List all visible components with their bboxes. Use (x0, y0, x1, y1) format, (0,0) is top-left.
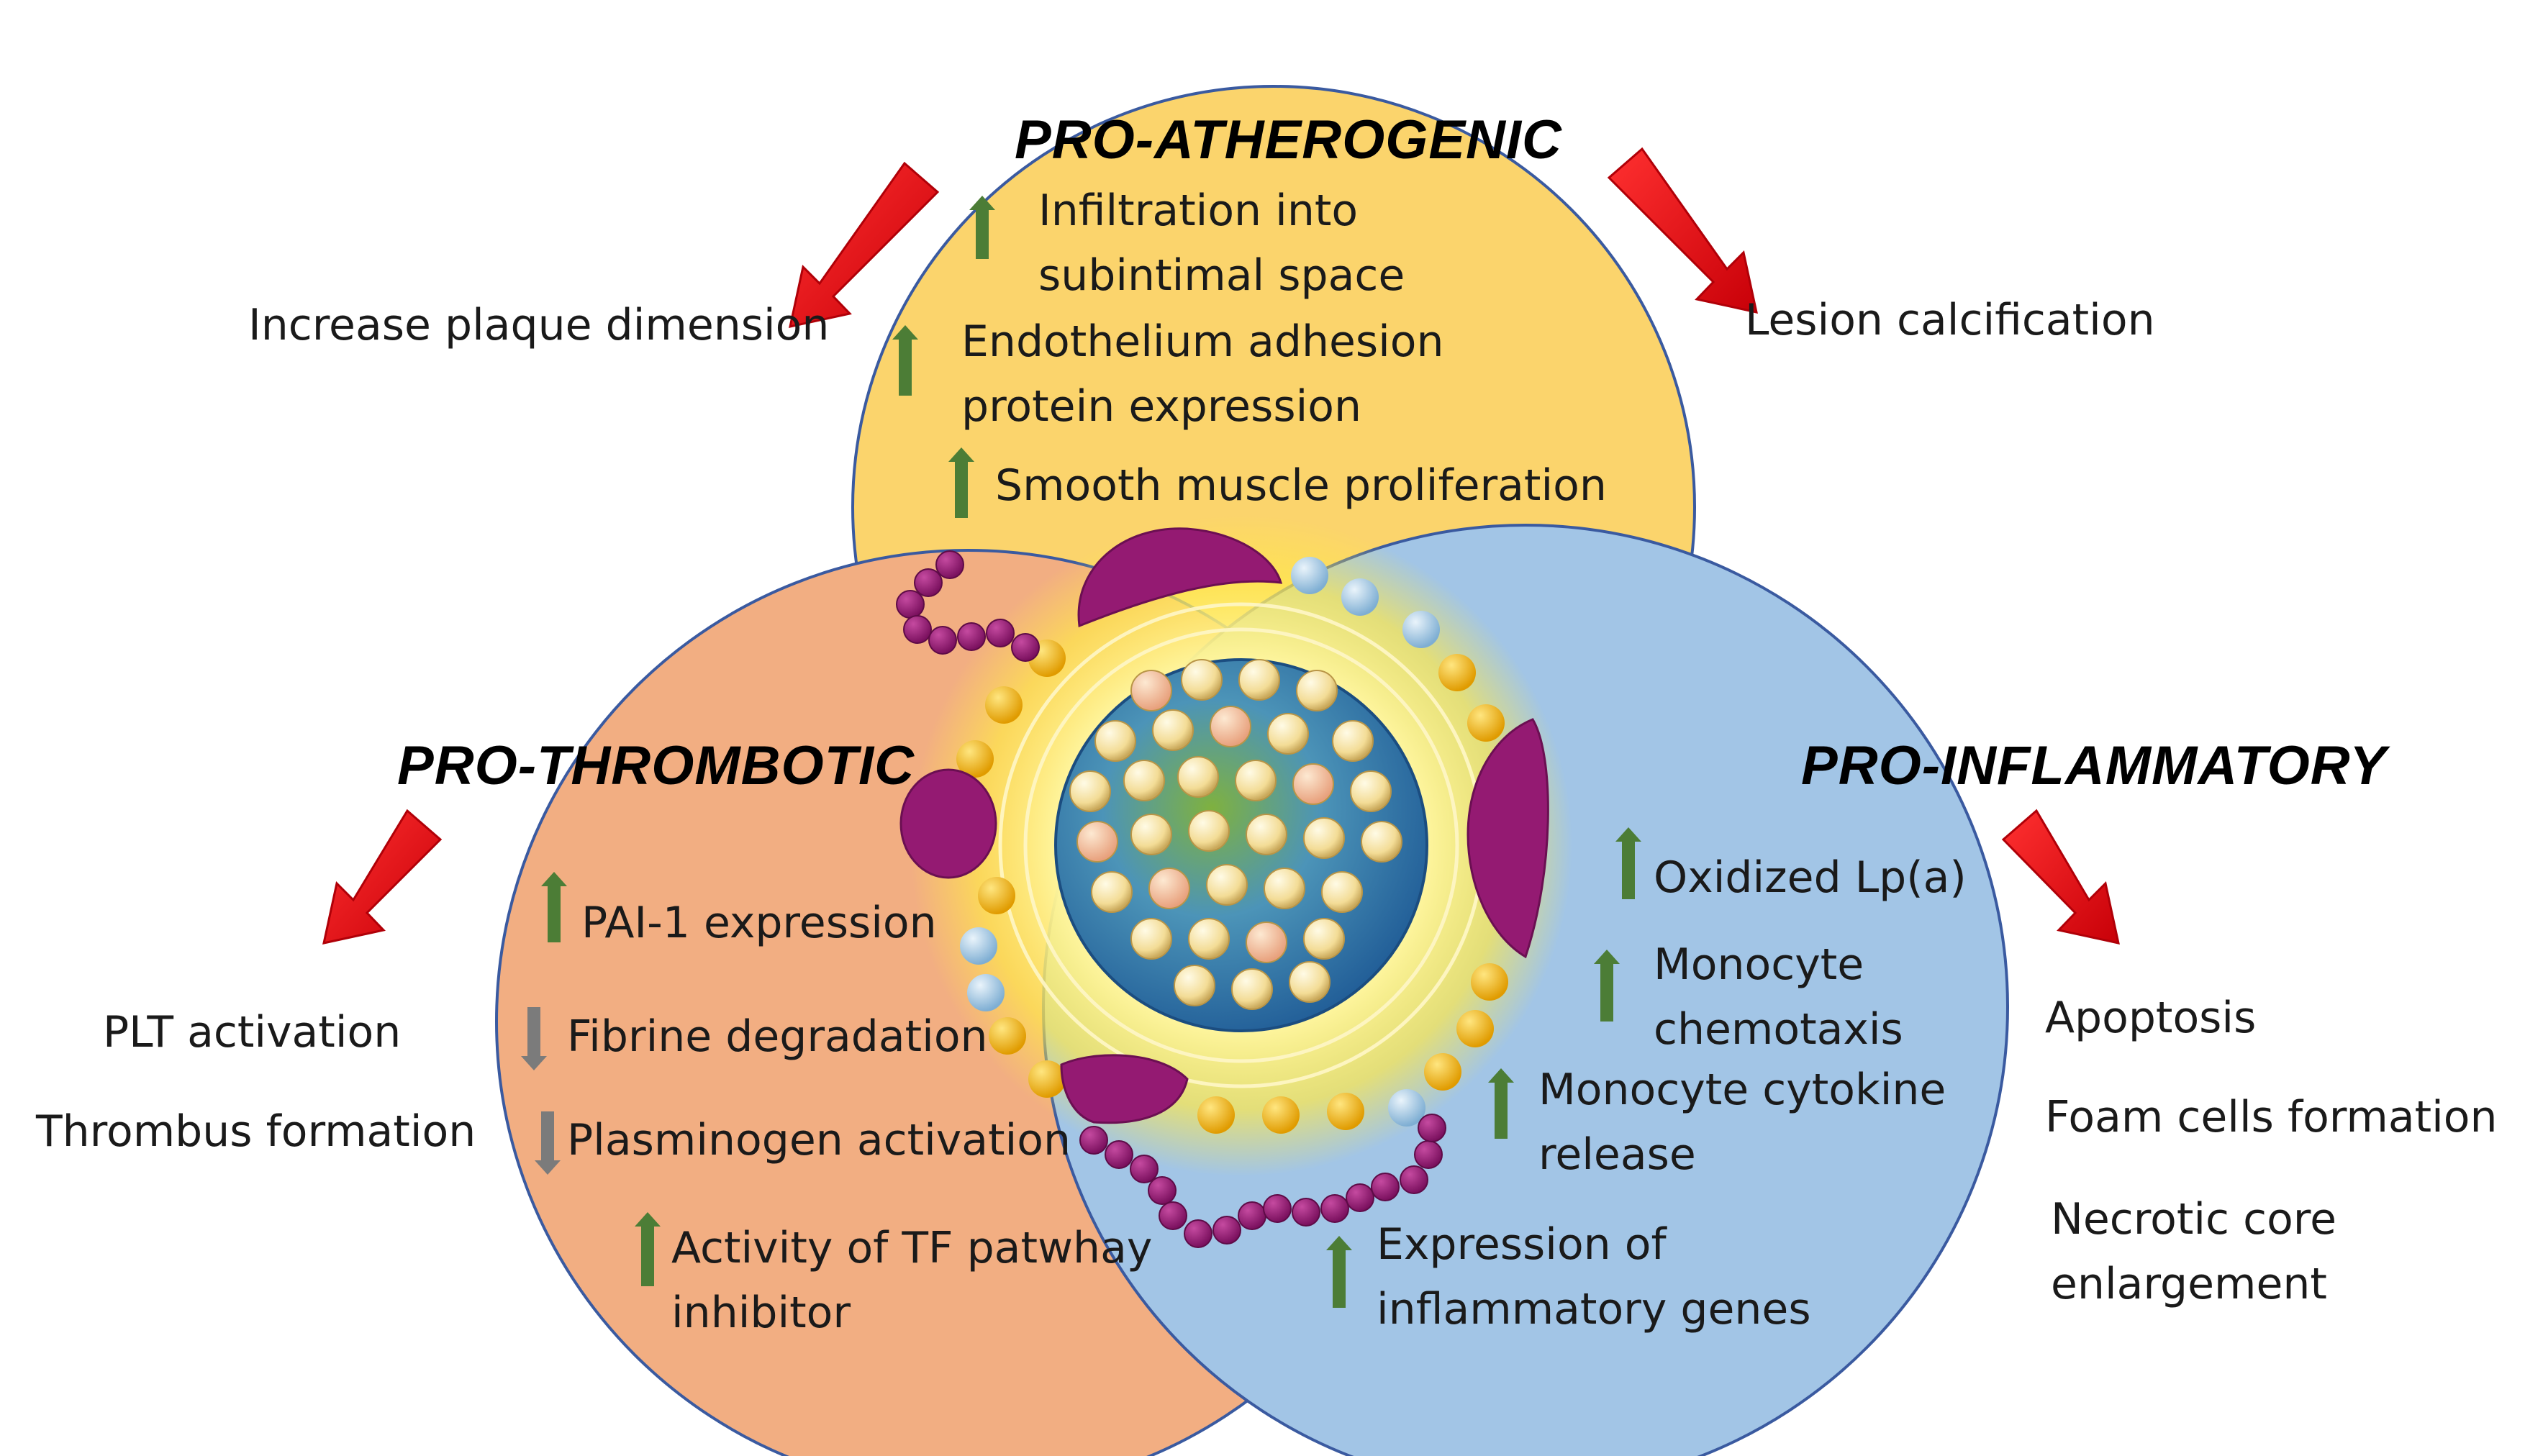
up-arrow-chemotaxis (1594, 950, 1620, 1022)
up-arrow-tf-pathway (635, 1212, 661, 1286)
up-arrow-infiltration (969, 196, 995, 259)
effect-plasminogen: Plasminogen activation (567, 1115, 1071, 1165)
outcome-lesion-calcification: Lesion calcification (1745, 295, 2155, 345)
down-arrow-plasminogen (535, 1111, 561, 1175)
outcome-apoptosis: Apoptosis (2045, 993, 2257, 1043)
outcome-increase-plaque: Increase plaque dimension (248, 300, 830, 350)
phospholipid-heads (956, 557, 1508, 1134)
up-arrow-cytokine (1488, 1068, 1514, 1139)
outcome-plt-activation: PLT activation (103, 1007, 402, 1057)
effect-oxidized-lpa: Oxidized Lp(a) (1654, 852, 1967, 903)
apolipoprotein-domains (899, 527, 1549, 1124)
up-arrow-pai1 (541, 872, 567, 942)
effect-endothelium-adhesion: Endothelium adhesion protein expression (961, 317, 1444, 432)
red-arrow-atherogenic-right (1607, 147, 1758, 314)
direction-arrows (521, 196, 1641, 1308)
pro-thrombotic-title: PRO-THROMBOTIC (397, 735, 915, 796)
effect-infiltration: Infiltration into subintimal space (1038, 186, 1405, 301)
up-arrow-smooth-muscle (948, 447, 974, 518)
red-arrow-inflammatory (2001, 809, 2120, 945)
outcome-foam-cells: Foam cells formation (2045, 1092, 2498, 1142)
red-arrow-thrombotic (322, 809, 443, 945)
down-arrow-fibrine (521, 1007, 547, 1070)
effect-tf-pathway: Activity of TF patwhay inhibitor (671, 1223, 1153, 1338)
effect-pai1: PAI-1 expression (581, 898, 937, 948)
apo-a-chain-top-left (896, 550, 1040, 662)
up-arrow-inflammatory-genes (1326, 1236, 1352, 1308)
core-lipid-spheres (1069, 659, 1402, 1010)
outcome-thrombus-formation: Thrombus formation (36, 1106, 476, 1157)
effect-monocyte-cytokine: Monocyte cytokine release (1538, 1065, 1946, 1180)
effect-fibrine-degradation: Fibrine degradation (567, 1011, 988, 1062)
effect-inflammatory-genes: Expression of inflammatory genes (1377, 1219, 1811, 1334)
up-arrow-endothelium (892, 325, 918, 396)
outcome-necrotic-core: Necrotic core enlargement (2051, 1194, 2337, 1309)
up-arrow-oxidized (1615, 827, 1641, 899)
red-arrow-atherogenic-left (789, 161, 940, 328)
pro-inflammatory-title: PRO-INFLAMMATORY (1801, 735, 2387, 796)
pro-atherogenic-title: PRO-ATHEROGENIC (1015, 109, 1562, 170)
apo-a-chain-bottom (1079, 1114, 1446, 1248)
effect-monocyte-chemotaxis: Monocyte chemotaxis (1654, 939, 1903, 1055)
effect-smooth-muscle: Smooth muscle proliferation (995, 460, 1607, 511)
